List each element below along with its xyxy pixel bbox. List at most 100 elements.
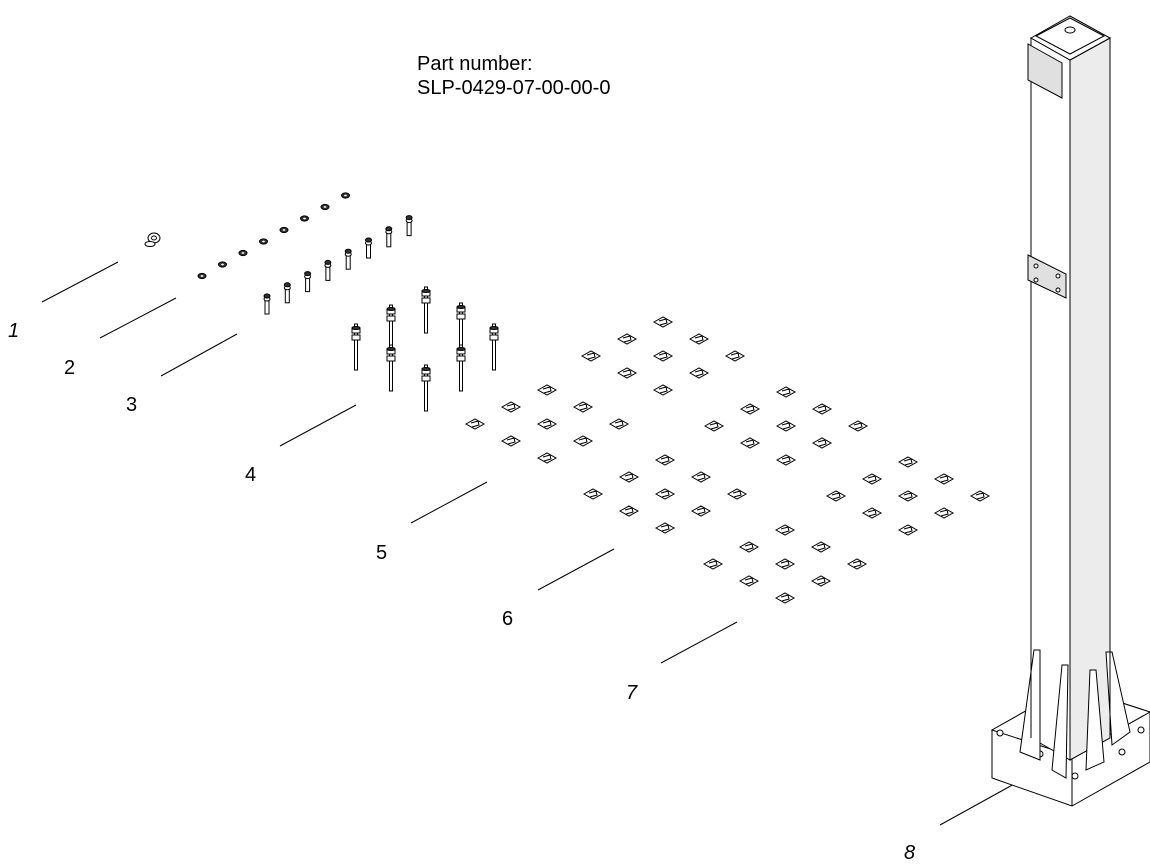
washer [218,261,227,268]
part-number-label: Part number: [417,53,533,75]
shim-plate [897,524,919,536]
shim-plate [811,437,833,449]
shim-plate [847,420,869,432]
shim-plate [654,522,676,534]
shim-plate [933,507,955,519]
washer [197,272,207,280]
shim-plate [654,454,676,466]
callout-2: 2 [64,357,76,379]
anchor-stud [386,304,396,352]
shim-plate [616,367,638,379]
screw [365,237,372,259]
shim-plate [652,384,674,396]
shim-plate [618,505,640,517]
shim-plate [775,454,797,466]
screw [344,248,352,270]
leader-line-5 [410,481,488,524]
leader-line-4 [279,404,357,447]
callout-8: 8 [904,842,916,864]
washer [300,215,309,222]
leader-line-3 [160,333,238,377]
shim-plate [536,384,558,396]
callout-3: 3 [126,394,138,416]
shim-plate [702,558,724,570]
anchor-stud [351,323,361,371]
leader-line-8 [939,782,1017,826]
washer [341,192,350,199]
shim-plate [861,507,883,519]
shim-plate [688,333,710,345]
leader-lines [41,261,1017,826]
shim-plate [582,488,604,500]
shim-plate [811,403,833,415]
leader-line-6 [537,548,615,591]
shim-plate [846,558,868,570]
shim-plate [652,316,674,328]
washer-parts [197,192,350,280]
shim-plate [616,333,638,345]
shim-plate [738,541,760,553]
screw [385,226,393,248]
shim-plate [580,350,602,362]
column-post-part [990,15,1150,807]
shim-plate-parts [464,316,991,604]
shim-plate [690,471,712,483]
callout-6: 6 [502,608,514,630]
screw [263,293,271,315]
shim-plate [654,488,676,500]
callout-7: 7 [626,682,638,704]
shim-plate [774,524,796,536]
shim-plate [703,420,725,432]
shim-plate [897,490,919,502]
screw [283,282,291,304]
washer [238,249,248,257]
shim-plate [536,452,558,464]
shim-plate [726,488,748,500]
shim-plate [572,401,594,413]
shim-plate [724,350,746,362]
shim-plate [608,418,630,430]
anchor-stud [489,323,499,371]
callout-4: 4 [245,464,257,486]
anchor-stud [456,302,466,350]
anchor-stud [421,286,431,334]
washer [320,203,330,211]
shim-plate [690,505,712,517]
washer [259,238,268,245]
part-number-title: Part number: SLP-0429-07-00-00-0 [417,52,610,100]
leader-line-7 [660,621,738,664]
shim-plate [775,420,797,432]
shim-plate [500,435,522,447]
shim-plate [825,490,847,502]
shim-plate [688,367,710,379]
shim-plate [738,575,760,587]
screw [324,259,332,281]
shim-plate [810,541,832,553]
washer [279,226,289,234]
shim-plate [897,456,919,468]
leader-line-2 [99,297,177,339]
anchor-stud-parts [351,286,499,412]
anchor-stud [421,364,431,412]
shim-plate [572,435,594,447]
shim-plate [775,386,797,398]
shim-plate [774,558,796,570]
shim-plate [536,418,558,430]
shim-plate [810,575,832,587]
shim-plate [618,471,640,483]
shim-plate [464,418,486,430]
leader-line-1 [41,261,119,303]
anchor-stud [386,344,396,392]
callout-1: 1 [8,320,20,342]
shim-plate [774,592,796,604]
anchor-stud [456,344,466,392]
part-number-value: SLP-0429-07-00-00-0 [417,77,611,99]
shim-plate [969,490,991,502]
screw [304,271,312,293]
shim-plate [739,437,761,449]
callout-5: 5 [376,542,388,564]
shim-plate [652,350,674,362]
screw [405,215,413,237]
